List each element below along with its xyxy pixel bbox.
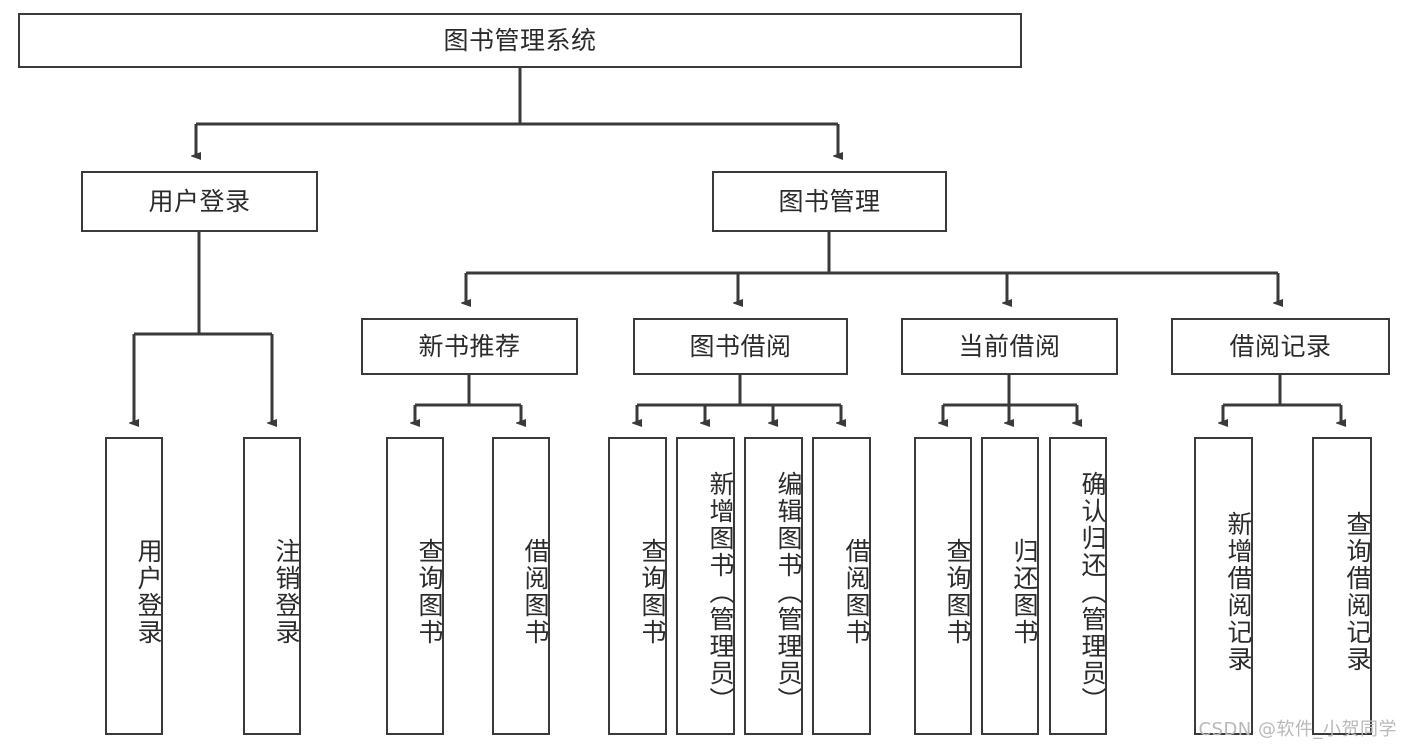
node-root-book-management-system[interactable]: 图书管理系统	[18, 13, 1022, 68]
node-current-borrow[interactable]: 当前借阅	[901, 318, 1118, 375]
leaf-user-login-logout[interactable]: 注销登录	[243, 437, 301, 735]
leaf-record-query-record[interactable]: 查询借阅记录	[1312, 437, 1372, 735]
node-label: 当前借阅	[958, 331, 1061, 361]
leaf-current-query-book[interactable]: 查询图书	[914, 437, 972, 735]
node-label: 图书管理	[778, 186, 881, 216]
node-label: 查询图书	[943, 538, 972, 646]
node-label: 用户登录	[134, 538, 163, 646]
node-label: 新增图书（管理员）	[706, 470, 735, 714]
node-label: 查询图书	[638, 538, 667, 646]
leaf-new-book-borrow[interactable]: 借阅图书	[492, 437, 550, 735]
node-label: 借阅图书	[842, 538, 871, 646]
node-label: 借阅图书	[521, 538, 550, 646]
node-book-borrow[interactable]: 图书借阅	[633, 318, 848, 375]
leaf-borrow-add-book-admin[interactable]: 新增图书（管理员）	[676, 437, 735, 735]
node-new-book-recommend[interactable]: 新书推荐	[361, 318, 578, 375]
node-user-login[interactable]: 用户登录	[81, 171, 318, 232]
node-label: 确认归还（管理员）	[1078, 470, 1107, 714]
leaf-record-add-record[interactable]: 新增借阅记录	[1194, 437, 1253, 735]
node-label: 新书推荐	[418, 331, 521, 361]
node-label: 注销登录	[272, 538, 301, 646]
node-label: 查询图书	[415, 538, 444, 646]
leaf-current-confirm-return-admin[interactable]: 确认归还（管理员）	[1049, 437, 1107, 735]
leaf-borrow-edit-book-admin[interactable]: 编辑图书（管理员）	[744, 437, 803, 735]
leaf-new-book-query[interactable]: 查询图书	[386, 437, 444, 735]
node-label: 借阅记录	[1229, 331, 1332, 361]
node-label: 归还图书	[1010, 538, 1039, 646]
node-label: 图书管理系统	[443, 25, 597, 55]
node-label: 查询借阅记录	[1343, 511, 1372, 673]
node-label: 新增借阅记录	[1224, 511, 1253, 673]
leaf-borrow-borrow-book[interactable]: 借阅图书	[812, 437, 871, 735]
node-label: 用户登录	[148, 186, 251, 216]
leaf-user-login-do-login[interactable]: 用户登录	[105, 437, 163, 735]
leaf-borrow-query-book[interactable]: 查询图书	[608, 437, 667, 735]
node-book-management[interactable]: 图书管理	[712, 171, 947, 232]
node-borrow-record[interactable]: 借阅记录	[1171, 318, 1390, 375]
leaf-current-return-book[interactable]: 归还图书	[981, 437, 1039, 735]
node-label: 图书借阅	[689, 331, 792, 361]
watermark-text: CSDN @软件_小贺同学	[1198, 719, 1397, 740]
node-label: 编辑图书（管理员）	[774, 470, 803, 714]
